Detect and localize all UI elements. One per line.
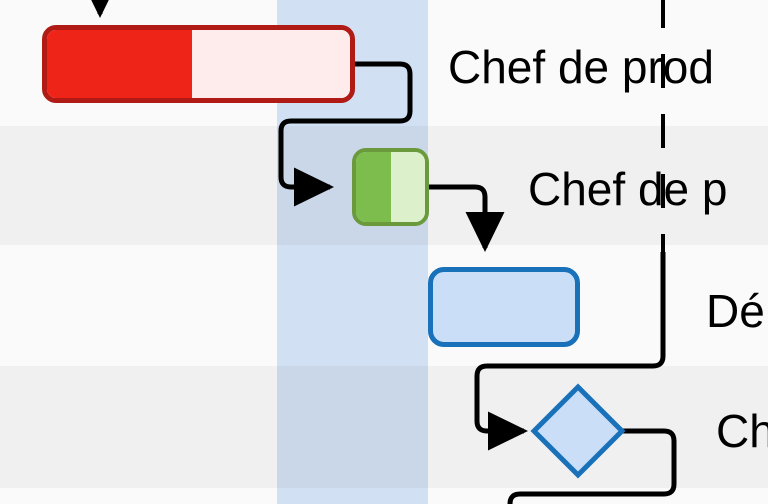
- lane-label-4: Ch: [716, 405, 768, 457]
- connector-gateway-outgoing: [507, 428, 677, 504]
- task-progress-remainder-red: [192, 30, 350, 98]
- gateway-node-diamond[interactable]: [530, 383, 626, 479]
- task-node-green[interactable]: [352, 148, 429, 226]
- task-progress-fill-green: [356, 152, 391, 222]
- connector-divider-to-gateway: [474, 252, 666, 451]
- task-progress-remainder-green: [390, 152, 425, 222]
- task-progress-fill-red: [47, 30, 193, 98]
- connector-red-to-green: [278, 61, 413, 207]
- lane-label-1: Chef de prod: [448, 41, 714, 93]
- lane-label-2: Chef de p: [528, 163, 728, 215]
- connector-green-to-blue-task: [429, 184, 505, 253]
- lane-label-3: Dé: [706, 285, 765, 337]
- task-node-blue[interactable]: [428, 267, 580, 347]
- task-node-red[interactable]: [42, 25, 355, 103]
